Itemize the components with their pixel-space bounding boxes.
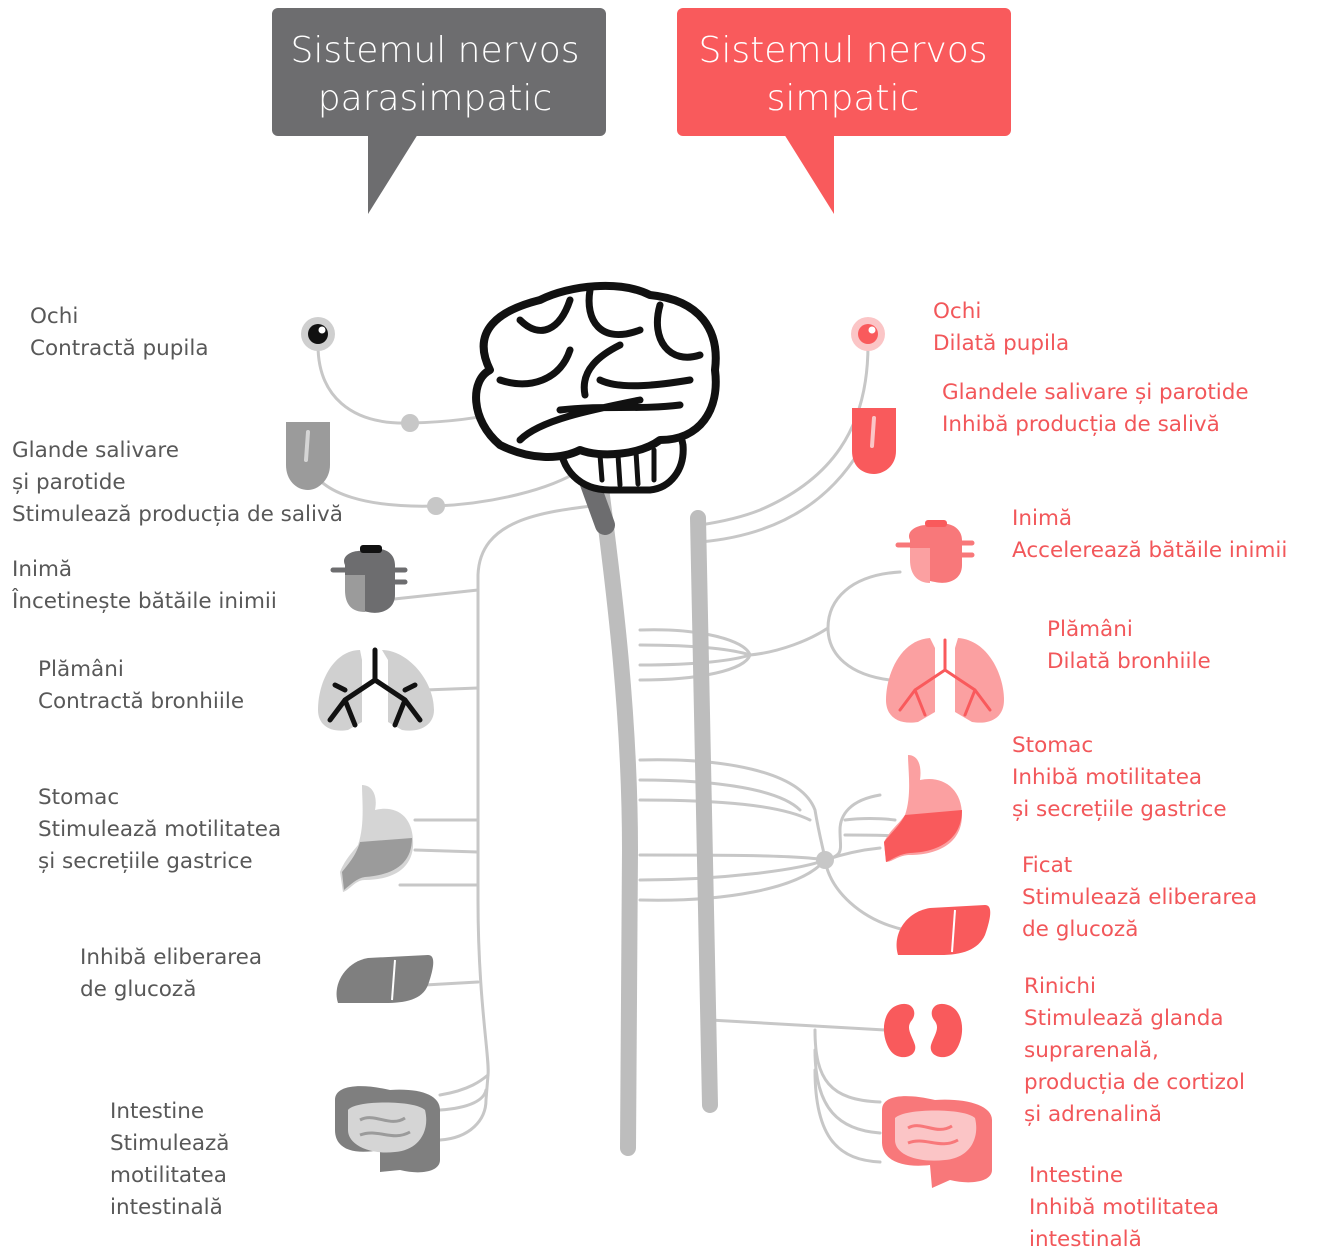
parasympathetic-title-line1: Sistemul nervos xyxy=(290,30,579,71)
para-eye-title: Ochi xyxy=(30,301,209,333)
para-liver-icon xyxy=(337,955,434,1003)
para-intestine-title: Intestine xyxy=(110,1096,229,1128)
simp-lungs-icon xyxy=(886,638,1004,723)
simp-label-liver: Ficat Stimulează eliberarea de glucoză xyxy=(1022,850,1257,946)
para-intestine-effect-3: intestinală xyxy=(110,1192,229,1224)
para-label-intestine: Intestine Stimulează motilitatea intesti… xyxy=(110,1096,229,1224)
para-label-liver: Inhibă eliberarea de glucoză xyxy=(80,942,262,1006)
simp-liver-title: Ficat xyxy=(1022,850,1257,882)
spinal-cord-parasympathetic xyxy=(600,480,630,1148)
simp-stomach-title: Stomac xyxy=(1012,730,1227,762)
simp-label-lungs: Plămâni Dilată bronhiile xyxy=(1047,614,1211,678)
simp-kidney-effect-3: producția de cortizol xyxy=(1024,1067,1245,1099)
para-label-eye: Ochi Contractă pupila xyxy=(30,301,209,365)
simp-label-salivary: Glandele salivare și parotide Inhibă pro… xyxy=(942,377,1249,441)
para-eye-icon xyxy=(301,317,335,351)
simp-heart-icon xyxy=(898,520,972,583)
para-salivary-title: Glande salivare xyxy=(12,435,343,467)
simp-salivary-effect: Inhibă producția de salivă xyxy=(942,409,1249,441)
simp-label-stomach: Stomac Inhibă motilitatea și secrețiile … xyxy=(1012,730,1227,826)
para-label-lungs: Plămâni Contractă bronhiile xyxy=(38,654,244,718)
para-label-heart: Inimă Încetinește bătăile inimii xyxy=(12,554,277,618)
sympathetic-title-line1: Sistemul nervos xyxy=(698,30,987,71)
para-stomach-effect: Stimulează motilitatea xyxy=(38,814,281,846)
para-stomach-icon xyxy=(340,785,413,892)
sympathetic-header-bubble: Sistemul nervos simpatic xyxy=(677,8,1011,214)
simp-liver-effect: Stimulează eliberarea xyxy=(1022,882,1257,914)
para-heart-effect: Încetinește bătăile inimii xyxy=(12,586,277,618)
simp-intestine-title: Intestine xyxy=(1029,1160,1219,1192)
simp-stomach-icon xyxy=(884,755,962,862)
para-label-stomach: Stomac Stimulează motilitatea și secreți… xyxy=(38,782,281,878)
simp-lungs-title: Plămâni xyxy=(1047,614,1211,646)
para-intestine-effect-2: motilitatea xyxy=(110,1160,229,1192)
para-heart-title: Inimă xyxy=(12,554,277,586)
para-intestine-icon xyxy=(335,1086,440,1172)
simp-intestine-effect-2: intestinală xyxy=(1029,1224,1219,1256)
simp-kidney-effect-4: și adrenalină xyxy=(1024,1099,1245,1131)
sympathetic-title-line2: simpatic xyxy=(767,78,920,119)
para-liver-effect-2: de glucoză xyxy=(80,974,262,1006)
simp-stomach-effect-2: și secrețiile gastrice xyxy=(1012,794,1227,826)
simp-kidney-effect: Stimulează glanda xyxy=(1024,1003,1245,1035)
para-heart-icon xyxy=(333,545,405,613)
simp-eye-icon xyxy=(851,317,885,351)
para-lungs-effect: Contractă bronhiile xyxy=(38,686,244,718)
simp-intestine-icon xyxy=(882,1096,992,1188)
simp-label-kidney: Rinichi Stimulează glanda suprarenală, p… xyxy=(1024,971,1245,1131)
para-intestine-effect: Stimulează xyxy=(110,1128,229,1160)
simp-label-intestine: Intestine Inhibă motilitatea intestinală xyxy=(1029,1160,1219,1256)
simp-intestine-effect: Inhibă motilitatea xyxy=(1029,1192,1219,1224)
simp-label-heart: Inimă Accelerează bătăile inimii xyxy=(1012,503,1287,567)
simp-liver-icon xyxy=(897,905,991,955)
simp-kidney-icon xyxy=(884,1004,962,1057)
simp-tongue-icon xyxy=(852,408,896,474)
simp-eye-effect: Dilată pupila xyxy=(933,328,1069,360)
simp-salivary-title: Glandele salivare și parotide xyxy=(942,377,1249,409)
simp-kidney-effect-2: suprarenală, xyxy=(1024,1035,1245,1067)
brain-icon xyxy=(476,286,716,490)
parasympathetic-header-bubble: Sistemul nervos parasimpatic xyxy=(272,8,606,214)
para-stomach-title: Stomac xyxy=(38,782,281,814)
simp-lungs-effect: Dilată bronhiile xyxy=(1047,646,1211,678)
simp-liver-effect-2: de glucoză xyxy=(1022,914,1257,946)
para-lungs-title: Plămâni xyxy=(38,654,244,686)
simp-stomach-effect: Inhibă motilitatea xyxy=(1012,762,1227,794)
spinal-cord-sympathetic xyxy=(698,518,710,1105)
para-salivary-title-2: și parotide xyxy=(12,467,343,499)
simp-eye-title: Ochi xyxy=(933,296,1069,328)
simp-heart-effect: Accelerează bătăile inimii xyxy=(1012,535,1287,567)
parasympathetic-title-line2: parasimpatic xyxy=(318,78,552,119)
para-label-salivary: Glande salivare și parotide Stimulează p… xyxy=(12,435,343,531)
para-stomach-effect-2: și secrețiile gastrice xyxy=(38,846,281,878)
para-liver-effect: Inhibă eliberarea xyxy=(80,942,262,974)
simp-heart-title: Inimă xyxy=(1012,503,1287,535)
para-lungs-icon xyxy=(318,650,434,731)
para-salivary-effect: Stimulează producția de salivă xyxy=(12,499,343,531)
para-eye-effect: Contractă pupila xyxy=(30,333,209,365)
simp-kidney-title: Rinichi xyxy=(1024,971,1245,1003)
simp-label-eye: Ochi Dilată pupila xyxy=(933,296,1069,360)
